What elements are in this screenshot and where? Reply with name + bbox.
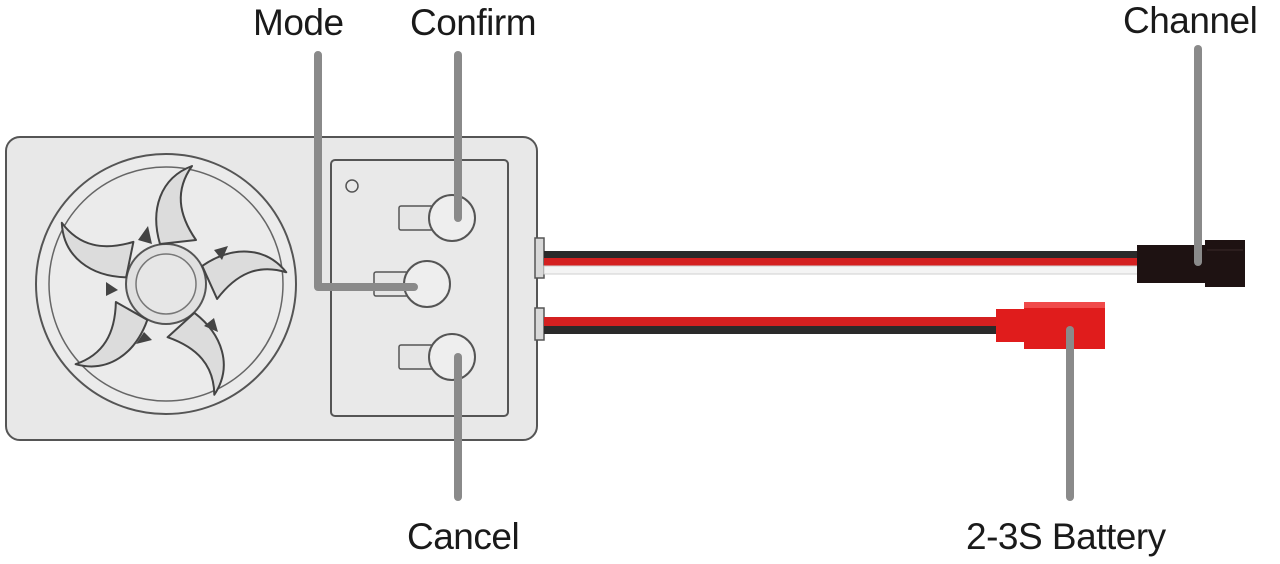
confirm-label: Confirm [410,2,537,43]
channel-connector [1137,240,1245,287]
cooling-fan-icon [35,153,297,415]
cancel-button-icon [398,333,476,381]
mode-leader-line [314,51,418,291]
leader-lines [314,45,1202,501]
cancel-label: Cancel [407,516,520,557]
battery-label: 2-3S Battery [966,516,1166,557]
channel-label: Channel [1123,0,1258,41]
mode-label: Mode [253,2,344,43]
battery-connector [996,302,1105,349]
confirm-button-icon [398,194,476,242]
channel-wire [543,251,1139,275]
battery-wire [544,317,1004,334]
